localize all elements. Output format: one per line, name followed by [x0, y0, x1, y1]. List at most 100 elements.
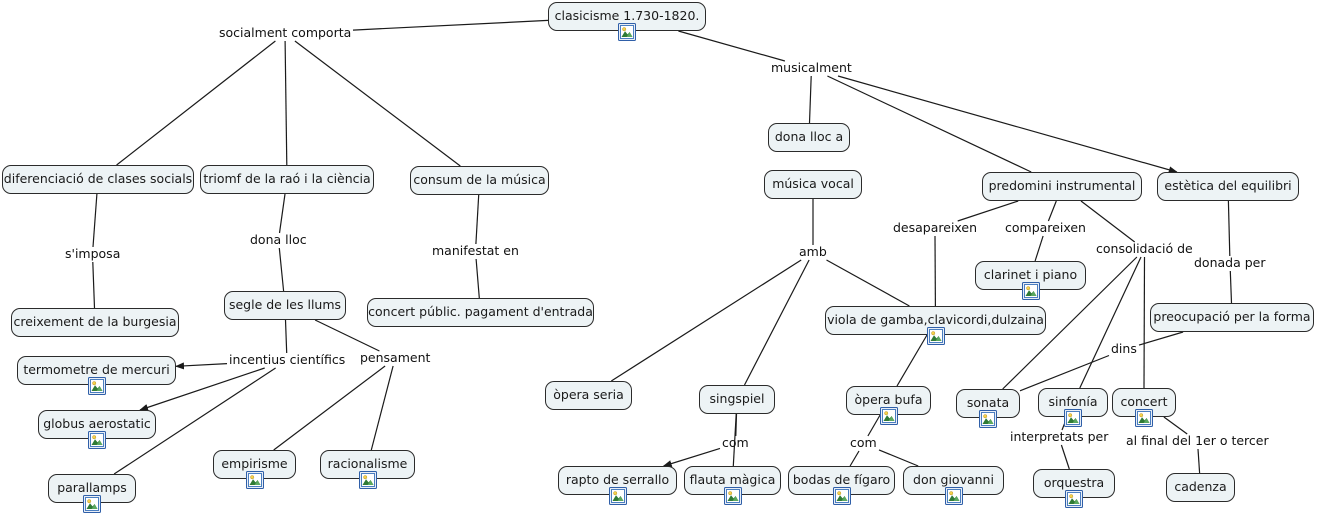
link-label-dins[interactable]: dins	[1111, 341, 1137, 356]
edge-pensament-to-empirisme	[273, 365, 386, 451]
image-icon	[944, 487, 963, 505]
concept-node-label: concert	[1120, 394, 1168, 410]
edge-musicalment-to-dona_lloc_a	[808, 75, 812, 124]
edge-socialment-to-triomf_rao	[284, 40, 288, 166]
concept-node-clasicisme[interactable]: clasicisme 1.730-1820.	[548, 2, 706, 41]
concept-node-orquestra[interactable]: orquestra	[1033, 469, 1115, 508]
concept-node-termometre[interactable]: termometre de mercuri	[17, 356, 176, 395]
concept-node-concert_public[interactable]: concert públic. pagament d'entrada	[367, 298, 594, 327]
concept-node-label: dona lloc a	[774, 129, 844, 145]
edge-predomini-to-desapareixen	[957, 200, 1019, 222]
edge-predomini-to-consolidacio	[1080, 200, 1136, 243]
concept-node-preocupacio[interactable]: preocupació per la forma	[1150, 303, 1314, 332]
link-label-incentius[interactable]: incentius científics	[229, 352, 346, 367]
concept-node-clarinet_piano[interactable]: clarinet i piano	[975, 261, 1086, 300]
link-label-socialment[interactable]: socialment comporta	[219, 25, 352, 40]
link-label-compareixen[interactable]: compareixen	[1005, 220, 1086, 235]
concept-node-label: parallamps	[57, 480, 127, 496]
link-label-al_final[interactable]: al final del 1er o tercer	[1126, 433, 1269, 448]
concept-node-consum_musica[interactable]: consum de la música	[410, 166, 549, 195]
concept-node-rapto[interactable]: rapto de serrallo	[558, 466, 677, 505]
concept-node-label: racionalisme	[327, 456, 408, 472]
image-icon	[723, 487, 742, 505]
concept-node-globus[interactable]: globus aerostatic	[38, 410, 156, 449]
concept-node-dif_clases[interactable]: diferenciació de clases socials	[2, 165, 194, 194]
concept-node-label: consum de la música	[413, 172, 546, 188]
concept-node-triomf_rao[interactable]: triomf de la raó i la ciència	[200, 165, 374, 194]
concept-node-predomini[interactable]: predomini instrumental	[982, 172, 1142, 201]
concept-node-label: clasicisme 1.730-1820.	[554, 8, 700, 24]
edge-dif_clases-to-simposa	[92, 193, 98, 248]
image-icon	[88, 431, 106, 449]
concept-node-sonata[interactable]: sonata	[956, 389, 1020, 428]
concept-node-singspiel[interactable]: singspiel	[699, 385, 775, 414]
link-label-desapareixen[interactable]: desapareixen	[893, 220, 978, 235]
link-label-interpretats[interactable]: interpretats per	[1010, 429, 1109, 444]
edge-com1-to-rapto	[662, 447, 721, 467]
concept-node-sinfonia[interactable]: sinfonía	[1038, 388, 1108, 427]
link-label-simposa[interactable]: s'imposa	[65, 246, 121, 261]
link-label-consolidacio[interactable]: consolidació de	[1096, 241, 1193, 256]
concept-node-label: flauta màgica	[689, 472, 776, 488]
concept-node-label: clarinet i piano	[983, 267, 1078, 283]
concept-node-label: empirisme	[221, 456, 288, 472]
edge-dins-to-sonata	[1019, 354, 1110, 392]
concept-node-concert[interactable]: concert	[1112, 388, 1176, 427]
concept-node-estetica[interactable]: estètica del equilibri	[1157, 172, 1299, 201]
link-label-dona_lloc[interactable]: dona lloc	[250, 232, 307, 247]
concept-node-label: preocupació per la forma	[1153, 309, 1311, 325]
concept-node-label: termometre de mercuri	[23, 362, 170, 378]
edge-amb-to-singspiel	[743, 259, 810, 386]
concept-node-label: don giovanni	[913, 472, 994, 488]
concept-node-parallamps[interactable]: parallamps	[48, 474, 136, 513]
link-label-donada_per[interactable]: donada per	[1194, 255, 1266, 270]
edge-segle_llums-to-incentius	[284, 319, 288, 354]
edge-consolidacio-to-sinfonia	[1079, 256, 1142, 389]
edge-pensament-to-racionalisme	[370, 365, 394, 451]
edge-com2-to-don_giovanni	[878, 449, 919, 467]
concept-node-cadenza[interactable]: cadenza	[1166, 473, 1235, 502]
edge-opera_bufa-to-com2	[867, 414, 881, 437]
concept-node-dona_lloc_a[interactable]: dona lloc a	[768, 123, 850, 152]
concept-node-musica_vocal[interactable]: música vocal	[764, 170, 862, 199]
edge-incentius-to-termometre	[175, 362, 228, 370]
concept-node-empirisme[interactable]: empirisme	[213, 450, 296, 489]
edge-amb-to-opera_seria	[610, 259, 802, 382]
concept-node-label: òpera seria	[553, 387, 624, 403]
concept-node-label: òpera bufa	[854, 392, 923, 408]
edge-musicalment-to-predomini	[827, 75, 1032, 173]
concept-node-label: sonata	[966, 395, 1010, 411]
concept-node-flauta[interactable]: flauta màgica	[684, 466, 781, 505]
edge-simposa-to-creixement	[92, 261, 96, 309]
concept-node-viola_gamba[interactable]: viola de gamba,clavicordi,dulzaina	[825, 306, 1046, 345]
link-label-com1[interactable]: com	[722, 435, 749, 450]
edge-predomini-to-compareixen	[1047, 200, 1057, 222]
concept-node-opera_seria[interactable]: òpera seria	[545, 381, 632, 410]
edge-compareixen-to-clarinet_piano	[1034, 235, 1044, 262]
concept-node-opera_bufa[interactable]: òpera bufa	[846, 386, 931, 425]
link-label-pensament[interactable]: pensament	[360, 350, 431, 365]
edge-clasicisme-to-socialment	[352, 19, 549, 31]
concept-node-racionalisme[interactable]: racionalisme	[320, 450, 415, 489]
image-icon	[879, 407, 898, 425]
edge-estetica-to-donada_per	[1227, 200, 1231, 257]
link-label-amb[interactable]: amb	[799, 244, 827, 259]
edge-socialment-to-consum_musica	[294, 40, 461, 167]
concept-node-label: singspiel	[709, 391, 765, 407]
concept-node-label: estètica del equilibri	[1164, 178, 1292, 194]
concept-node-creixement[interactable]: creixement de la burgesia	[11, 308, 179, 337]
concept-node-label: concert públic. pagament d'entrada	[368, 304, 593, 320]
link-label-manifestat[interactable]: manifestat en	[432, 243, 519, 258]
link-label-musicalment[interactable]: musicalment	[771, 60, 852, 75]
concept-node-bodas[interactable]: bodas de fígaro	[788, 466, 895, 505]
image-icon	[245, 471, 264, 489]
concept-node-label: viola de gamba,clavicordi,dulzaina	[827, 312, 1044, 328]
image-icon	[83, 495, 101, 513]
image-icon	[926, 327, 945, 345]
concept-node-label: globus aerostatic	[43, 416, 151, 432]
link-label-com2[interactable]: com	[850, 435, 877, 450]
concept-node-don_giovanni[interactable]: don giovanni	[903, 466, 1004, 505]
concept-node-segle_llums[interactable]: segle de les llums	[224, 291, 346, 320]
